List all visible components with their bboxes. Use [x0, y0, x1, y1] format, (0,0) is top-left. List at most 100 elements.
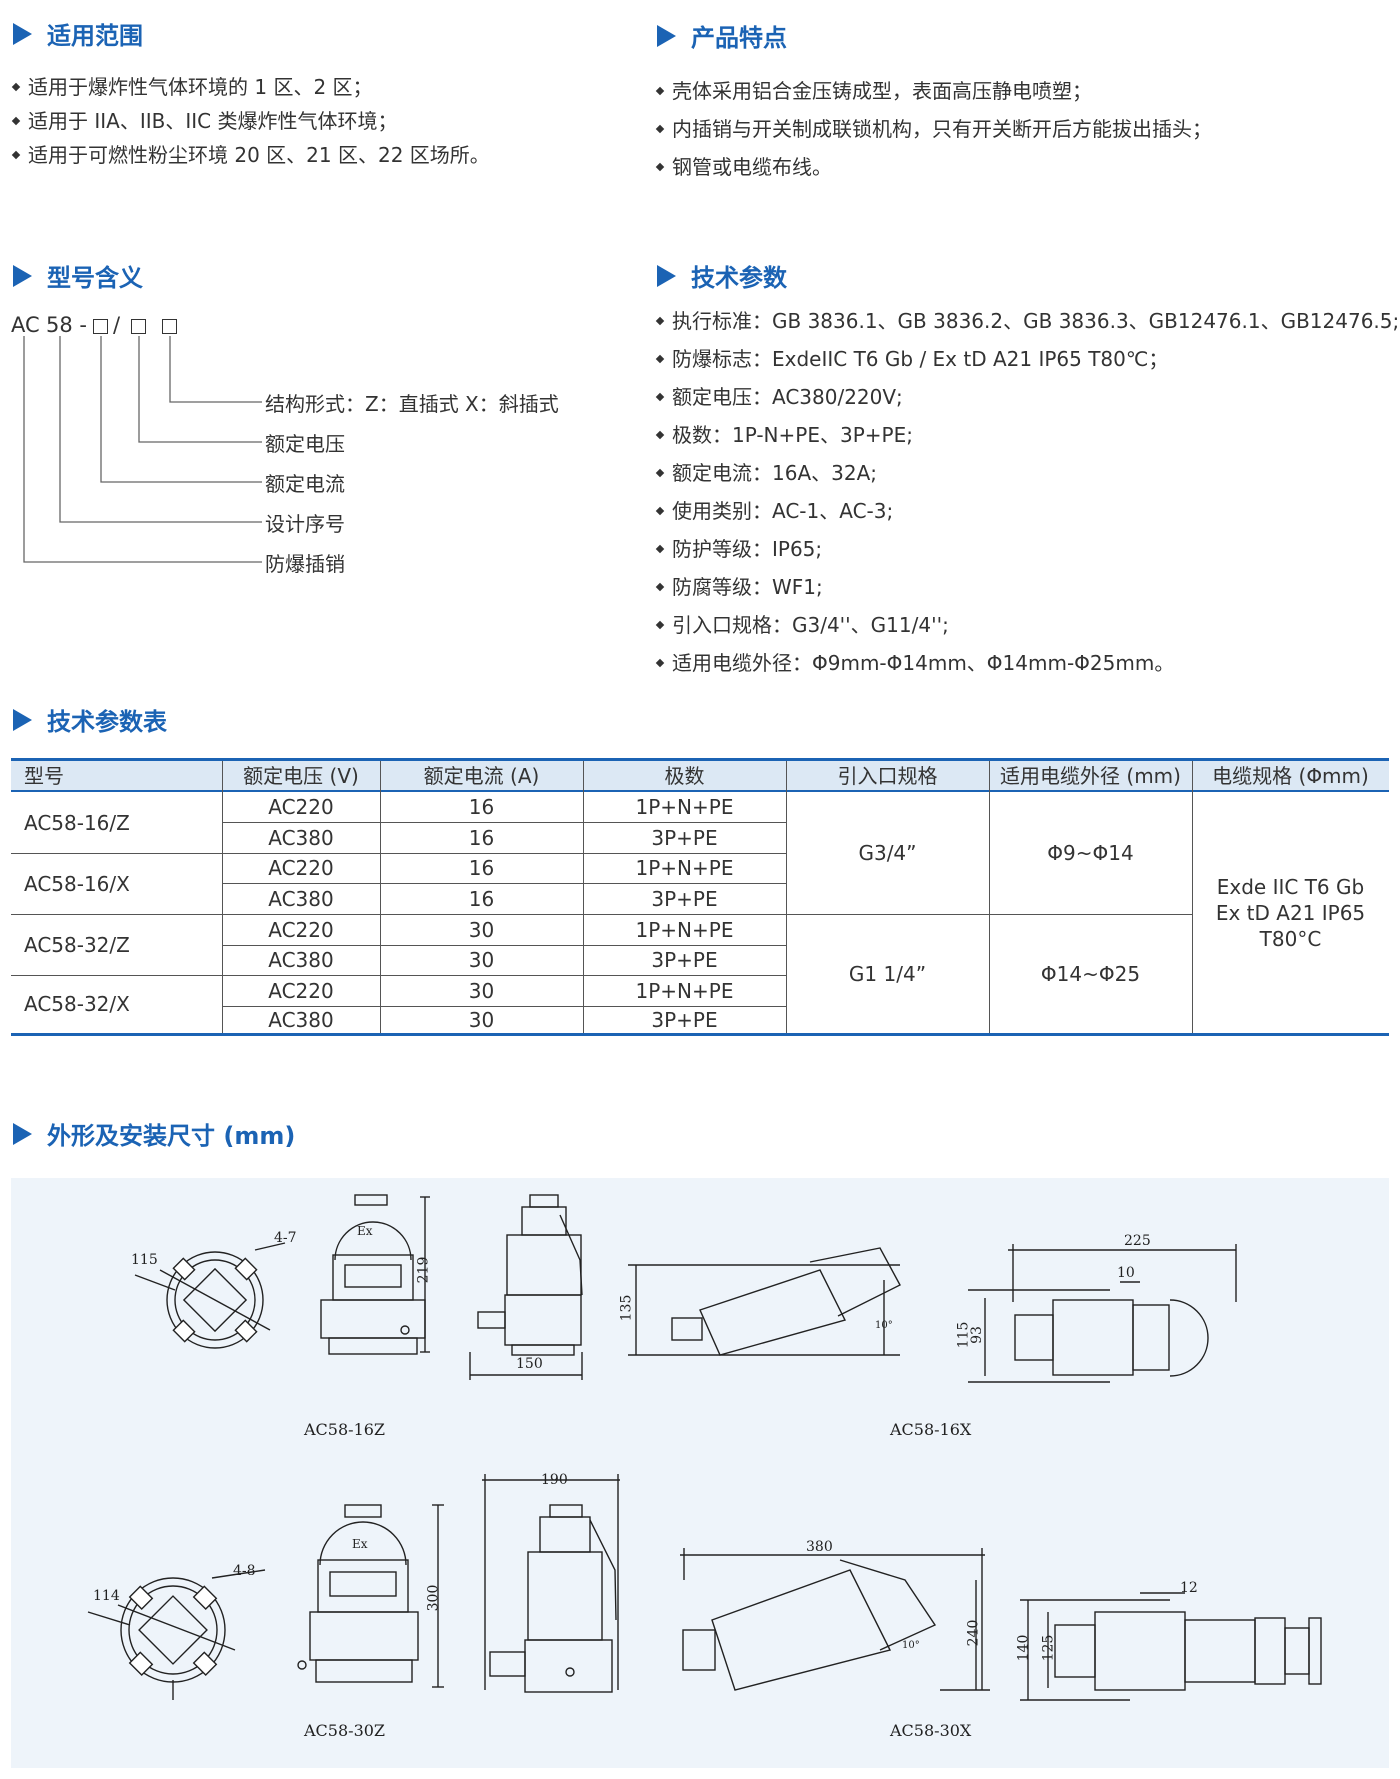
code-number: 58 -: [46, 313, 87, 337]
dim-label: 380: [806, 1539, 833, 1555]
front-view-30z: [482, 1474, 620, 1693]
cell-poles: 3P+PE: [651, 886, 718, 911]
cell-current: 30: [468, 917, 495, 942]
list-item: 适用电缆外径：Φ9mm-Φ14mm、Φ14mm-Φ25mm。: [655, 644, 1399, 682]
cell-voltage: AC220: [268, 917, 334, 942]
cell-poles: 3P+PE: [651, 825, 718, 850]
dim-label: 190: [541, 1472, 568, 1488]
model-section-title: 型号含义: [13, 258, 143, 293]
dim-label: 219: [415, 1256, 432, 1284]
th-poles: 极数: [664, 763, 705, 788]
dim-label: 225: [1124, 1233, 1151, 1249]
cell-marking: Exde IIC T6 Gb Ex tD A21 IP65 T80°C: [1215, 874, 1366, 951]
scope-list: 适用于爆炸性气体环境的 1 区、2 区； 适用于 IIA、IIB、IIC 类爆炸…: [11, 70, 490, 172]
flange-view-30z: [87, 1569, 266, 1700]
cell-poles: 3P+PE: [651, 1007, 718, 1032]
dim-label: 135: [618, 1294, 635, 1322]
table-header-row: [11, 761, 1389, 792]
grid-line: [11, 853, 786, 854]
list-item: 执行标准：GB 3836.1、GB 3836.2、GB 3836.3、GB124…: [655, 302, 1399, 340]
top-view-16x: [968, 1244, 1237, 1383]
tech-section-title: 技术参数: [657, 258, 787, 293]
triangle-right-icon: [13, 22, 32, 45]
grid-line: [1192, 761, 1193, 1033]
cell-poles: 1P+N+PE: [635, 978, 734, 1003]
dims-section-title: 外形及安装尺寸 (mm): [13, 1116, 295, 1151]
th-inlet: 引入口规格: [837, 763, 938, 788]
cell-model: AC58-16/X: [24, 871, 130, 896]
list-item: 极数：1P-N+PE、3P+PE;: [655, 416, 1399, 454]
tech-list: 执行标准：GB 3836.1、GB 3836.2、GB 3836.3、GB124…: [655, 302, 1399, 682]
dim-label: 4-7: [274, 1230, 297, 1246]
code-box-current: [93, 319, 108, 334]
angled-view-30x: [680, 1548, 990, 1691]
top-view-30x: [1020, 1592, 1322, 1701]
triangle-right-icon: [657, 264, 676, 287]
dim-label: 240: [965, 1619, 982, 1647]
cell-voltage: AC380: [268, 1007, 334, 1032]
dim-label: 10: [1117, 1265, 1135, 1281]
side-view-30z: [297, 1504, 444, 1688]
grid-line: [11, 914, 1192, 915]
th-model: 型号: [24, 763, 64, 788]
grid-line: [583, 761, 584, 1033]
code-box-voltage: [131, 319, 146, 334]
spec-table: 型号 额定电压 (V) 额定电流 (A) 极数 引入口规格 适用电缆外径 (mm…: [11, 758, 1389, 1036]
dim-label: 140: [1015, 1634, 1032, 1662]
cell-inlet: G3/4”: [858, 841, 917, 865]
dim-label: 4-8: [233, 1563, 256, 1579]
code-box-structure: [162, 319, 177, 334]
dim-label: 300: [425, 1584, 442, 1612]
triangle-right-icon: [13, 708, 32, 731]
dim-label: 93: [968, 1326, 985, 1344]
cell-voltage: AC380: [268, 948, 334, 972]
grid-line: [11, 975, 786, 976]
grid-line: [222, 761, 223, 1033]
meaning-current: 额定电流: [265, 472, 345, 496]
list-item: 使用类别：AC-1、AC-3;: [655, 492, 1399, 530]
code-slash: /: [113, 313, 121, 337]
cell-model: AC58-16/Z: [24, 810, 130, 835]
grid-line: [222, 1006, 786, 1007]
cell-poles: 1P+N+PE: [635, 795, 734, 819]
th-voltage: 额定电压 (V): [243, 763, 359, 788]
list-item: 防爆标志：ExdeIIC T6 Gb / Ex tD A21 IP65 T80℃…: [655, 340, 1399, 378]
cell-current: 16: [468, 886, 495, 911]
drawing-caption: AC58-16Z: [304, 1420, 386, 1439]
meaning-structure: 结构形式：Z：直插式 X：斜插式: [265, 392, 559, 416]
list-item: 防腐等级：WF1;: [655, 568, 1399, 606]
dim-label: 115: [131, 1252, 158, 1268]
dim-label: Ex: [357, 1224, 373, 1238]
cell-voltage: AC220: [268, 856, 334, 880]
dim-label: Ex: [352, 1537, 368, 1551]
dim-label: 10°: [902, 1640, 920, 1651]
dim-label: 12: [1180, 1580, 1198, 1596]
cell-current: 30: [468, 978, 495, 1003]
angled-view-16x: [628, 1247, 901, 1356]
cell-current: 16: [468, 795, 495, 819]
cell-model: AC58-32/Z: [24, 932, 130, 957]
drawing-caption: AC58-30X: [890, 1721, 972, 1740]
cell-poles: 3P+PE: [651, 948, 718, 972]
side-view-16z: [320, 1194, 430, 1355]
features-section-title: 产品特点: [657, 18, 787, 53]
cell-cable-od: Φ9~Φ14: [1047, 841, 1134, 865]
grid-line: [989, 761, 990, 1033]
cell-current: 30: [468, 1007, 495, 1032]
cell-voltage: AC380: [268, 886, 334, 911]
th-current: 额定电流 (A): [423, 763, 540, 788]
cell-cable-od: Φ14~Φ25: [1040, 961, 1141, 986]
grid-line: [786, 761, 787, 1033]
th-cable-od: 适用电缆外径 (mm): [1000, 763, 1181, 788]
list-item: 适用于爆炸性气体环境的 1 区、2 区；: [11, 70, 490, 104]
grid-line: [222, 822, 786, 823]
list-item: 适用于可燃性粉尘环境 20 区、21 区、22 区场所。: [11, 138, 490, 172]
drawing-caption: AC58-16X: [890, 1420, 972, 1439]
cell-voltage: AC380: [268, 825, 334, 850]
dim-label: 125: [1040, 1634, 1057, 1662]
list-item: 钢管或电缆布线。: [655, 148, 1212, 186]
list-item: 引入口规格：G3/4''、G11/4'';: [655, 606, 1399, 644]
list-item: 额定电压：AC380/220V;: [655, 378, 1399, 416]
flange-view-16z: [134, 1242, 286, 1349]
